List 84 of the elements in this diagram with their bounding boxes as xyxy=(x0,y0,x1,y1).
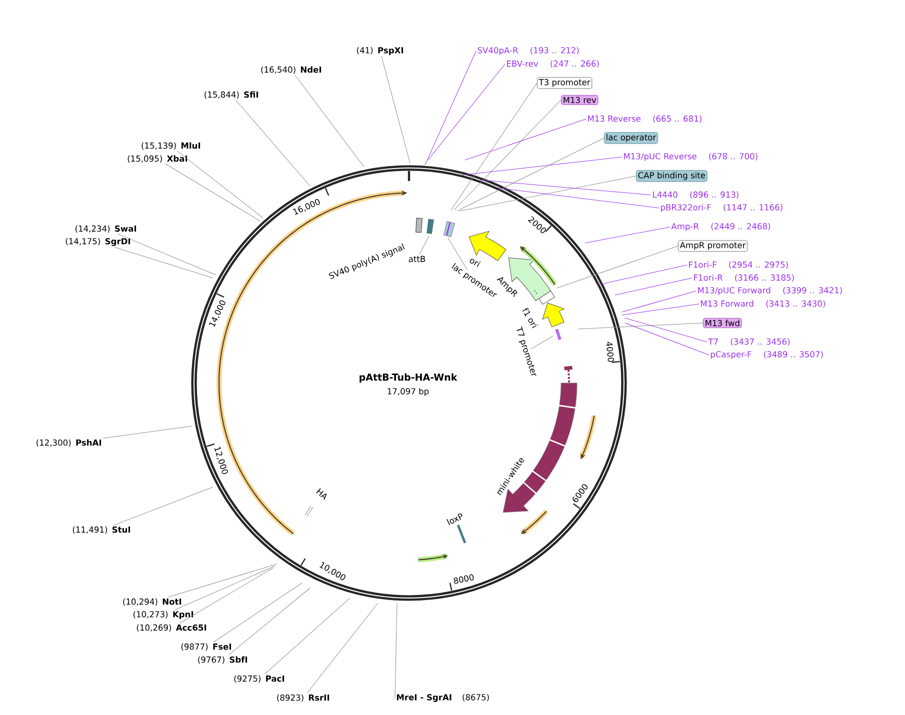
primer-label: M13/pUC Reverse (678 .. 700) xyxy=(624,153,758,161)
leader-line xyxy=(114,486,214,526)
primer-label: EBV-rev (247 .. 266) xyxy=(507,60,599,68)
leader-line xyxy=(556,246,678,288)
restriction-site-label: (8923) RsrII xyxy=(277,694,330,702)
restriction-site-label: (16,540) NdeI xyxy=(261,66,322,74)
leader-line xyxy=(622,290,696,312)
primer-label: M13/pUC Forward (3399 .. 3421) xyxy=(698,286,842,295)
leader-line xyxy=(578,322,704,330)
primer-label: pBR322ori-F (1147 .. 1166) xyxy=(660,204,782,212)
tick-label: 12,000 xyxy=(214,446,228,474)
restriction-site-label: (11,491) StuI xyxy=(72,526,130,534)
restriction-site-label: (41) PspXI xyxy=(357,47,404,55)
leader-line xyxy=(235,100,310,186)
tick-label: 4000 xyxy=(606,342,614,362)
restriction-site-label: (15,139) MluI xyxy=(142,142,200,150)
primer-label: Amp-R (2449 .. 2468) xyxy=(671,223,770,231)
leader-line xyxy=(294,74,364,168)
leader-line xyxy=(213,582,302,642)
feature-label: attB xyxy=(408,256,426,262)
feature-label: HA xyxy=(316,488,327,500)
restriction-site-label: (12,300) PshAI xyxy=(36,439,102,447)
leader-line xyxy=(596,264,688,286)
leader-line xyxy=(622,304,700,316)
primer-label: pCasper-F (3489 .. 3507) xyxy=(710,351,823,359)
restriction-site-label: (9877) FseI xyxy=(181,643,232,651)
leader-line xyxy=(180,568,274,624)
leader-line xyxy=(174,566,276,610)
feature-box: M13 rev xyxy=(561,95,598,105)
restriction-site-label: (10,269) Acc65I xyxy=(136,624,206,632)
primer-label: L4440 (896 .. 913) xyxy=(653,191,738,199)
restriction-site-label: (14,234) SwaI xyxy=(76,225,136,233)
leader-line xyxy=(624,318,708,342)
feature-label: f1 ori xyxy=(522,308,538,328)
restriction-site-label: (15,095) XbaI xyxy=(128,155,188,163)
leader-line xyxy=(168,564,278,598)
primer-label: M13 Reverse (665 .. 681) xyxy=(588,115,702,123)
leader-line xyxy=(176,150,264,218)
restriction-site-label: (14,175) SgrDI xyxy=(66,238,130,246)
leader-line xyxy=(460,176,636,212)
leader-line xyxy=(228,588,310,656)
restriction-site-label: (9275) PacI xyxy=(234,675,284,683)
leader-line xyxy=(448,238,468,270)
map-title: pAttB-Tub-HA-Wnk xyxy=(360,373,458,383)
leader-line xyxy=(450,82,538,210)
leader-line xyxy=(428,64,506,160)
primer-label: T7 (3437 .. 3456) xyxy=(708,338,790,346)
feature-box: M13 fwd xyxy=(703,318,742,328)
leader-line xyxy=(498,188,660,208)
primer-label: F1ori-F (2954 .. 2975) xyxy=(689,261,788,269)
leader-line xyxy=(464,118,586,160)
leader-line xyxy=(381,56,410,164)
leader-line xyxy=(424,50,476,166)
leader-line xyxy=(480,180,652,196)
feature-box: CAP binding site xyxy=(636,170,708,182)
restriction-site-label: (10,294) NotI xyxy=(123,598,182,606)
leader-line xyxy=(394,602,398,698)
primer-label: M13 Forward (3413 .. 3430) xyxy=(701,300,825,308)
restriction-site-label: (9767) SbfI xyxy=(198,656,248,664)
leader-line xyxy=(462,156,622,176)
restriction-site-label: (15,844) SfiI xyxy=(204,91,258,99)
primer-label: SV40pA-R (193 .. 212) xyxy=(478,47,579,55)
leader-line xyxy=(306,602,378,694)
leader-line xyxy=(165,164,260,222)
restriction-site-label: (10,273) KpnI xyxy=(133,611,194,619)
leader-line xyxy=(264,598,350,674)
leader-line xyxy=(117,234,216,276)
leader-line xyxy=(102,426,192,439)
leader-line xyxy=(584,226,670,244)
leader-line xyxy=(624,322,710,356)
primer-label: F1ori-R (3166 .. 3185) xyxy=(694,274,794,282)
feature-label: loxP xyxy=(446,513,462,526)
leader-line xyxy=(530,336,554,350)
leader-line xyxy=(114,247,214,278)
leader-line xyxy=(456,138,604,212)
feature-label: ori xyxy=(470,258,481,267)
tick-label: 8000 xyxy=(454,574,474,584)
feature-box: AmpR promoter xyxy=(678,240,748,252)
leader-line xyxy=(419,236,430,255)
feature-box: lac operator xyxy=(604,132,658,144)
sequence-length: 17,097 bp xyxy=(388,388,429,396)
leader-line xyxy=(614,278,692,296)
feature-box: T3 promoter xyxy=(537,77,592,89)
restriction-site-label: MreI - SgrAI (8675) xyxy=(396,694,489,702)
